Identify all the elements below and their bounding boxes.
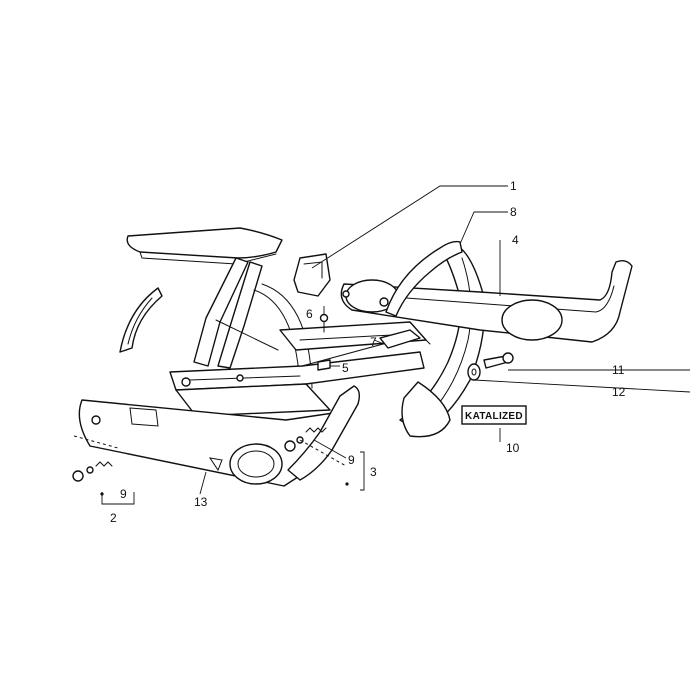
part-label-10: 10 <box>506 441 520 455</box>
part-label-7: 7 <box>370 335 377 349</box>
seat-support-frame <box>126 227 313 389</box>
pivot-dot-2 <box>100 492 104 496</box>
part-label-9-left: 9 <box>120 487 127 501</box>
screw-part-6 <box>319 313 329 333</box>
bracket-part-1 <box>293 253 331 297</box>
screw-spring-part-3 <box>284 427 327 452</box>
rear-rack <box>340 259 633 343</box>
part-label-11: 11 <box>612 363 625 377</box>
leader-lines <box>101 185 691 505</box>
explode-line-b <box>299 439 347 467</box>
side-cover-13 <box>78 399 343 487</box>
screw-spring-part-2 <box>72 461 113 482</box>
part-label-6: 6 <box>306 307 313 321</box>
part-label-9-right: 9 <box>348 453 355 467</box>
part-label-2: 2 <box>110 511 117 525</box>
part-label-4: 4 <box>512 233 519 247</box>
part-label-1: 1 <box>510 179 517 193</box>
explode-line-a <box>73 435 119 449</box>
strap-bracket-7 <box>379 329 421 349</box>
main-frame <box>169 321 431 417</box>
side-strut <box>287 385 361 481</box>
part-label-13: 13 <box>194 495 208 509</box>
screw-part-5 <box>317 359 331 371</box>
part-label-5: 5 <box>342 361 349 375</box>
katalized-badge-text: KATALIZED <box>465 411 523 422</box>
fender-fragment <box>119 287 163 353</box>
part-label-8: 8 <box>510 205 517 219</box>
grab-strip <box>385 240 463 317</box>
pivot-dot-3 <box>345 482 349 486</box>
washer-part-12 <box>467 363 481 381</box>
part-label-12: 12 <box>612 385 626 399</box>
part-label-3: 3 <box>370 465 377 479</box>
katalized-badge: KATALIZED <box>461 405 527 425</box>
bolt-part-11 <box>483 352 514 369</box>
